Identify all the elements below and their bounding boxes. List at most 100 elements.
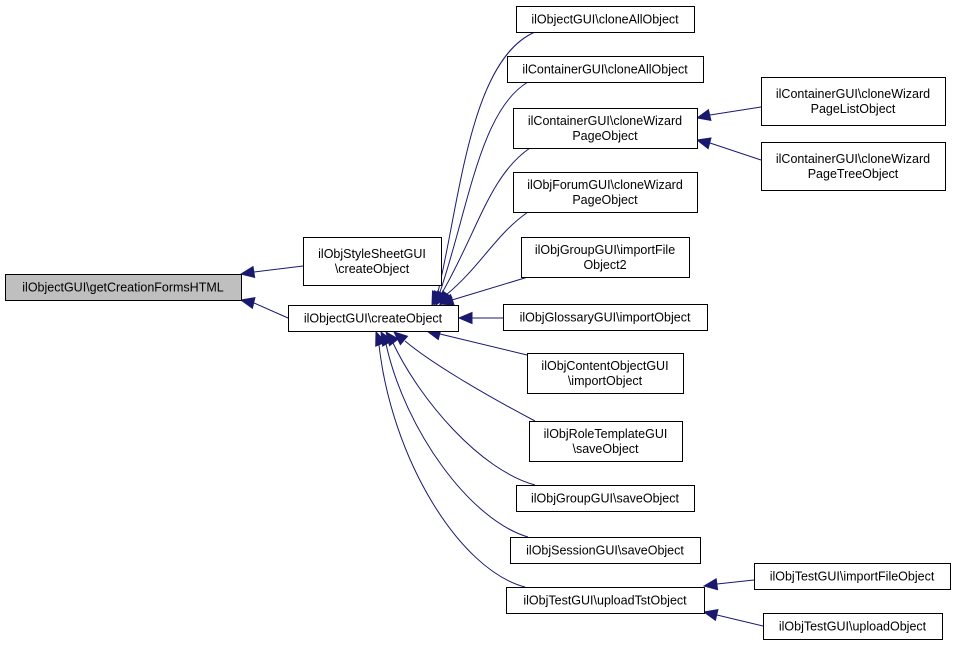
arrowhead-icon [457, 311, 473, 325]
node-label: ilObjGlossaryGUI\importObject [520, 311, 691, 325]
arrowhead-icon [375, 330, 387, 347]
edge-container-wizard-to-objectgui-create [435, 147, 531, 307]
node-box [761, 77, 946, 126]
node-box [303, 237, 442, 286]
arrowhead-icon [239, 296, 256, 310]
node-label: ilObjGroupGUI\importFile [535, 243, 675, 257]
node-label: ilContainerGUI\cloneWizard [776, 152, 930, 166]
node-box [288, 305, 459, 332]
node-label: \createObject [335, 262, 410, 276]
edge-line [404, 340, 536, 422]
node-container-cloneall[interactable]: ilContainerGUI\cloneAllObject [507, 56, 704, 83]
node-box [521, 237, 690, 278]
edge-line [437, 31, 536, 293]
node-label: ilObjSessionGUI\saveObject [526, 544, 684, 558]
node-box [510, 537, 701, 564]
arrowhead-icon [695, 137, 712, 150]
node-objectgui-cloneall[interactable]: ilObjectGUI\cloneAllObject [516, 6, 695, 33]
node-box [507, 56, 704, 83]
edge-line [709, 142, 762, 161]
node-box [506, 587, 705, 614]
node-box [529, 421, 683, 462]
edge-container-wizard-list-to-container-wizard [695, 106, 762, 122]
node-label: PageListObject [811, 102, 896, 116]
node-box [513, 172, 698, 213]
node-box [513, 108, 698, 149]
edge-line [451, 276, 529, 301]
arrowhead-icon [702, 578, 719, 591]
node-glossary-import[interactable]: ilObjGlossaryGUI\importObject [503, 304, 708, 331]
node-label: ilObjRoleTemplateGUI [544, 427, 668, 441]
node-label: ilObjectGUI\getCreationFormsHTML [22, 281, 223, 295]
node-label: \importObject [568, 374, 643, 388]
node-test-importfile[interactable]: ilObjTestGUI\importFileObject [754, 563, 951, 590]
edge-contentobject-import-to-objectgui-create [425, 328, 528, 356]
node-label: ilContainerGUI\cloneWizard [776, 87, 930, 101]
node-session-save[interactable]: ilObjSessionGUI\saveObject [510, 537, 701, 564]
arrowhead-icon [702, 608, 719, 622]
node-box [516, 6, 695, 33]
node-root[interactable]: ilObjectGUI\getCreationFormsHTML [5, 274, 242, 301]
node-label: ilObjGroupGUI\saveObject [531, 492, 680, 506]
edge-line [253, 265, 304, 273]
node-label: ilContainerGUI\cloneWizard [528, 114, 682, 128]
node-label: ilObjTestGUI\uploadObject [779, 620, 927, 634]
arrowhead-icon [695, 108, 712, 122]
node-label: ilObjForumGUI\cloneWizard [527, 178, 683, 192]
edge-forum-wizard-to-objectgui-create [439, 211, 529, 307]
edge-container-wizard-tree-to-container-wizard [695, 137, 762, 161]
node-stylesheet-create[interactable]: ilObjStyleSheetGUI\createObject [303, 237, 442, 286]
edge-group-importfile2-to-objectgui-create [438, 276, 529, 306]
edge-stylesheet-create-to-root [239, 265, 304, 279]
edge-test-uploadtst-to-objectgui-create [375, 330, 526, 588]
node-box [527, 353, 684, 394]
node-label: Object2 [583, 258, 626, 272]
node-box [516, 485, 695, 512]
node-label: ilObjTestGUI\importFileObject [770, 570, 935, 584]
node-label: ilObjContentObjectGUI [541, 359, 668, 373]
node-box [5, 274, 242, 301]
node-group-save[interactable]: ilObjGroupGUI\saveObject [516, 485, 695, 512]
arrowhead-icon [239, 265, 256, 279]
edge-line [709, 106, 762, 116]
edge-line [439, 81, 529, 293]
edges-layer [239, 31, 764, 627]
arrowhead-icon [438, 293, 455, 306]
edge-objectgui-create-to-root [239, 296, 289, 319]
node-contentobject-import[interactable]: ilObjContentObjectGUI\importObject [527, 353, 684, 394]
node-label: PageObject [572, 193, 638, 207]
edge-line [385, 343, 529, 538]
node-label: PageTreeObject [808, 167, 899, 181]
node-objectgui-create[interactable]: ilObjectGUI\createObject [288, 305, 459, 332]
node-label: \saveObject [572, 442, 639, 456]
edge-line [253, 302, 289, 319]
edge-line [445, 211, 529, 296]
edge-line [439, 333, 528, 356]
nodes-layer: ilObjectGUI\getCreationFormsHTML ilObjSty… [5, 6, 951, 640]
node-test-uploadtst[interactable]: ilObjTestGUI\uploadTstObject [506, 587, 705, 614]
node-roletemplate-save[interactable]: ilObjRoleTemplateGUI\saveObject [529, 421, 683, 462]
edge-line [392, 342, 536, 486]
node-label: ilObjectGUI\createObject [304, 312, 443, 326]
node-label: ilObjTestGUI\uploadTstObject [523, 594, 687, 608]
node-label: ilObjectGUI\cloneAllObject [531, 13, 679, 27]
node-test-upload[interactable]: ilObjTestGUI\uploadObject [763, 613, 943, 640]
edge-line [716, 579, 755, 585]
edge-roletemplate-save-to-objectgui-create [393, 331, 536, 422]
node-box [503, 304, 708, 331]
edge-test-importfile-to-test-uploadtst [702, 578, 755, 591]
node-box [754, 563, 951, 590]
edge-glossary-import-to-objectgui-create [457, 311, 503, 325]
node-box [761, 142, 946, 191]
node-label: ilObjStyleSheetGUI [318, 247, 426, 261]
edge-line [378, 344, 526, 588]
edge-line [441, 147, 531, 294]
node-label: PageObject [572, 129, 638, 143]
node-label: ilContainerGUI\cloneAllObject [522, 63, 688, 77]
